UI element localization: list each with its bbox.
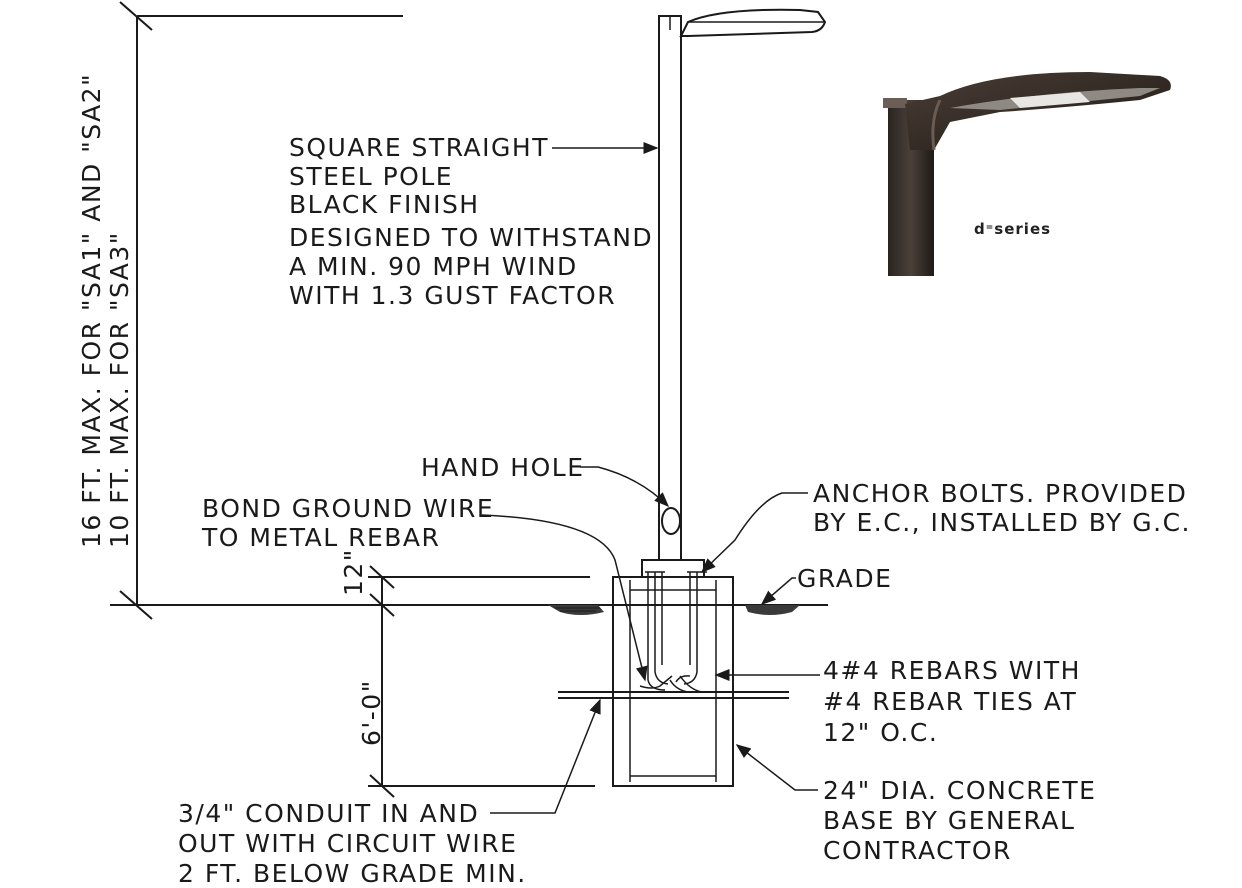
conduit-label-line2: OUT WITH CIRCUIT WIRE [178, 829, 517, 858]
pole-label-line1: SQUARE STRAIGHT [289, 133, 549, 162]
base-label-line3: CONTRACTOR [823, 836, 1012, 865]
wind-label-line2: A MIN. 90 MPH WIND [289, 252, 578, 281]
base-label-line2: BASE BY GENERAL [823, 806, 1075, 835]
wind-label-line1: DESIGNED TO WITHSTAND [289, 223, 653, 252]
wind-label-line3: WITH 1.3 GUST FACTOR [289, 281, 616, 310]
height-label-line1: 16 FT. MAX. FOR "SA1" AND "SA2" [77, 73, 106, 548]
leaders [481, 142, 820, 814]
rebar-label-line1: 4#4 REBARS WITH [823, 656, 1081, 685]
rebar-label-line2: #4 REBAR TIES AT [823, 687, 1077, 716]
grade-line [548, 604, 828, 615]
pier-depth-label: 6'-0" [357, 679, 386, 746]
hand-hole-label: HAND HOLE [421, 453, 585, 482]
conduit-label-line1: 3/4" CONDUIT IN AND [178, 799, 479, 828]
pier-above-grade-label: 12" [339, 548, 368, 596]
pole-label-line3: BLACK FINISH [289, 190, 480, 219]
base-label-line1: 24" DIA. CONCRETE [823, 776, 1096, 805]
product-brand-label: d=series [974, 220, 1051, 238]
conduit-label-line3: 2 FT. BELOW GRADE MIN. [178, 859, 527, 888]
pole-label-line2: STEEL POLE [289, 162, 453, 191]
base-plate [641, 559, 705, 578]
bond-label-line1: BOND GROUND WIRE [202, 494, 494, 523]
concrete-pier [612, 576, 734, 787]
anchor-label-line1: ANCHOR BOLTS. PROVIDED [813, 479, 1187, 508]
pier-dimension [368, 565, 595, 798]
pole [658, 8, 827, 561]
anchor-label-line2: BY E.C., INSTALLED BY G.C. [813, 508, 1191, 537]
conduit [558, 675, 789, 699]
grade-label: GRADE [797, 564, 892, 593]
bond-label-line2: TO METAL REBAR [201, 523, 440, 552]
product-image [883, 72, 1171, 276]
height-label-line2: 10 FT. MAX. FOR "SA3" [105, 231, 134, 548]
rebar-label-line3: 12" O.C. [823, 718, 938, 747]
